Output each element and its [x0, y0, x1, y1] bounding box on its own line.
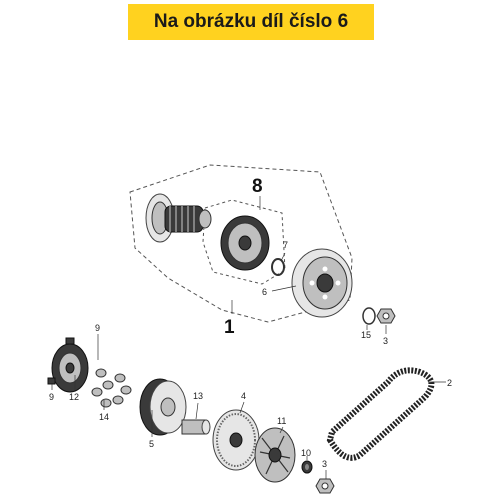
washer-part — [362, 307, 376, 325]
callout-15: 15 — [361, 330, 371, 340]
callout-6: 6 — [262, 287, 267, 297]
callout-13: 13 — [193, 391, 203, 401]
clutch-shoe-outline — [202, 199, 286, 285]
slider-part-bottom — [47, 377, 56, 385]
callout-10: 10 — [301, 448, 311, 458]
washer-part-lower — [301, 460, 313, 474]
callout-4: 4 — [241, 391, 246, 401]
roller-weights-part — [91, 368, 132, 408]
callout-8: 8 — [252, 176, 263, 197]
driven-pulley-part — [145, 193, 212, 243]
nut-part-upper — [376, 308, 396, 324]
fixed-half-pulley-part — [212, 409, 260, 471]
bushing-part — [181, 419, 211, 435]
leader-7 — [280, 252, 286, 262]
nut-part-lower — [315, 478, 335, 494]
leader-6 — [271, 285, 297, 292]
leader-11 — [279, 426, 284, 434]
callout-3-upper: 3 — [383, 336, 388, 346]
callout-3-lower: 3 — [322, 459, 327, 469]
circlip-part — [271, 258, 285, 276]
leader-4 — [239, 401, 245, 414]
drive-belt-part — [326, 367, 435, 461]
clutch-bell-part — [291, 248, 353, 318]
leader-13 — [195, 402, 199, 420]
variator-pulley-part — [139, 378, 187, 436]
callout-11: 11 — [277, 416, 286, 426]
callout-9-upper: 9 — [95, 323, 100, 333]
callout-5: 5 — [149, 439, 154, 449]
callout-2: 2 — [447, 378, 452, 388]
callout-9-lower: 9 — [49, 392, 54, 402]
callout-7: 7 — [283, 240, 288, 250]
header-title: Na obrázku díl číslo 6 — [153, 11, 349, 32]
callout-1: 1 — [224, 317, 235, 338]
fan-part — [254, 427, 296, 483]
callout-12: 12 — [69, 392, 79, 402]
slider-part-top — [65, 337, 75, 345]
ramp-plate-part — [51, 343, 89, 393]
callout-14: 14 — [99, 412, 109, 422]
clutch-plate-part — [220, 215, 270, 271]
header-banner: Na obrázku díl číslo 6 — [128, 4, 374, 40]
